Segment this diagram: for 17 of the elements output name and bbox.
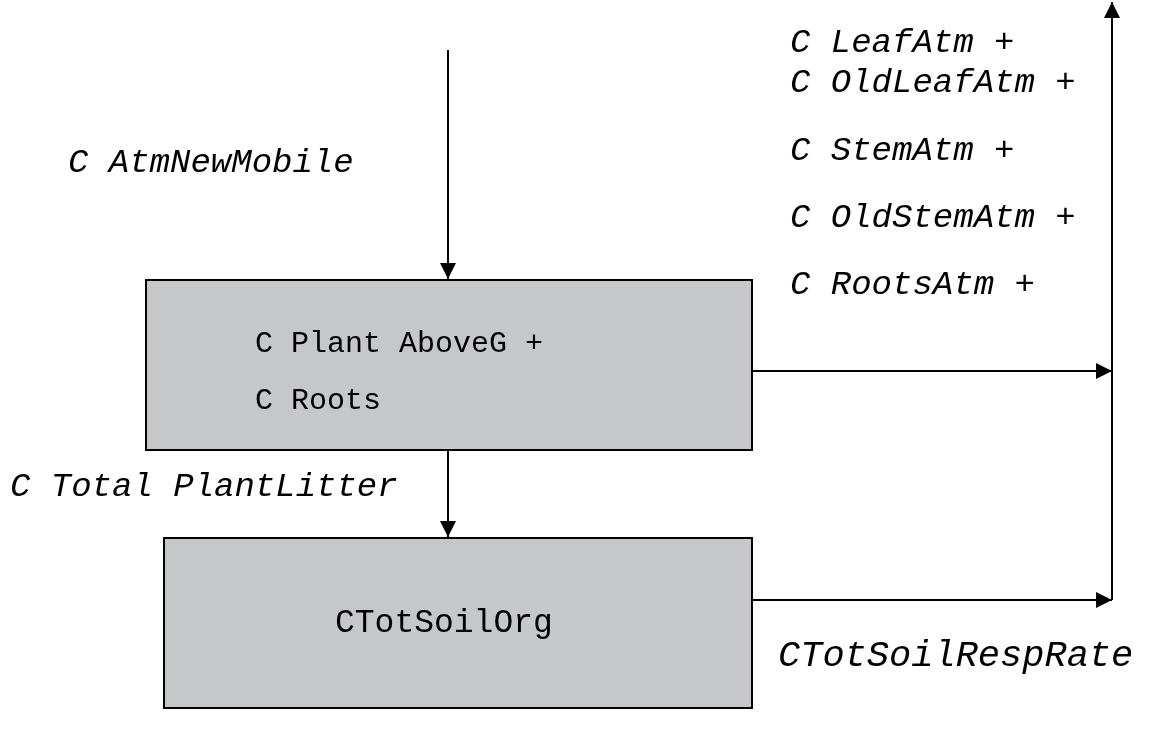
flux-term: C OldLeafAtm +: [790, 66, 1076, 100]
flux-label: C Total PlantLitter: [10, 470, 398, 504]
flux-term: C RootsAtm +: [790, 268, 1035, 302]
pool-name: C Plant AboveG +: [255, 329, 544, 359]
pool-box: [145, 279, 753, 451]
flux-label: CTotSoilRespRate: [778, 638, 1134, 675]
flux-term: C OldStemAtm +: [790, 201, 1076, 235]
arrow: [440, 49, 456, 280]
arrow: [752, 592, 1113, 608]
pool-name: CTotSoilOrg: [335, 607, 553, 640]
flux-term: C LeafAtm +: [790, 26, 1015, 60]
pool-box: [163, 537, 753, 709]
flux-term: C StemAtm +: [790, 134, 1015, 168]
arrow: [752, 363, 1113, 379]
flux-label: C AtmNewMobile: [68, 146, 354, 180]
pool-name: C Roots: [255, 386, 382, 416]
arrow: [440, 450, 456, 538]
